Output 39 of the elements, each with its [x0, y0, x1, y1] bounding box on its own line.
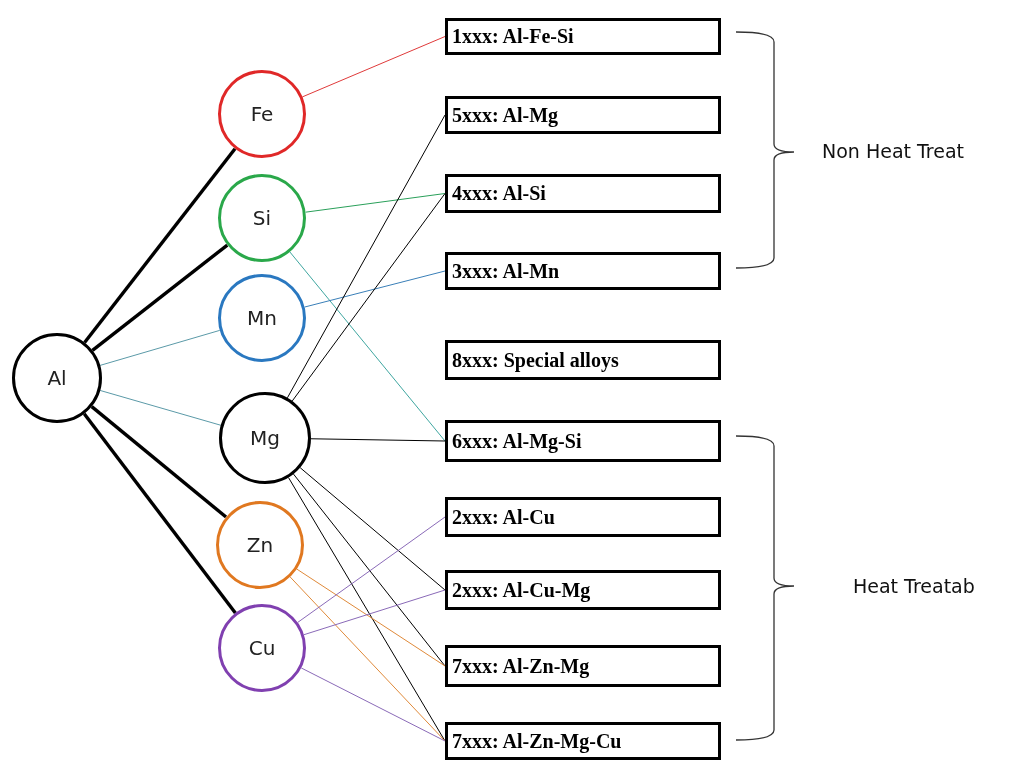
alloy-series-box: 7xxx: Al-Zn-Mg-Cu [445, 722, 721, 760]
alloy-series-box: 2xxx: Al-Cu-Mg [445, 570, 721, 610]
connector-line [286, 114, 446, 399]
element-circle: Mg [219, 392, 311, 484]
connector-line [303, 589, 446, 636]
connector-line [288, 477, 446, 742]
group-label: Non Heat Treat [822, 140, 965, 162]
connector-line [296, 568, 446, 667]
element-circle: Mn [218, 274, 306, 362]
connector-line [83, 147, 237, 344]
connector-line [302, 36, 446, 98]
alloy-series-box: 3xxx: Al-Mn [445, 252, 721, 290]
element-circle: Si [218, 174, 306, 262]
element-circle: Al [12, 333, 102, 423]
alloy-series-box: 6xxx: Al-Mg-Si [445, 420, 721, 462]
alloy-series-box: 8xxx: Special alloys [445, 340, 721, 380]
connector-line [300, 667, 446, 742]
connector-line [91, 243, 229, 352]
alloy-series-box: 1xxx: Al-Fe-Si [445, 18, 721, 55]
group-label: Heat Treatab [853, 575, 975, 597]
connector-line [90, 405, 228, 519]
connector-line [99, 329, 221, 366]
connector-line [305, 193, 446, 213]
element-circle: Fe [218, 70, 306, 158]
alloy-series-box: 5xxx: Al-Mg [445, 96, 721, 134]
element-circle: Zn [216, 501, 304, 589]
connector-line [289, 251, 446, 442]
connector-line [310, 438, 446, 442]
connector-line [304, 270, 446, 308]
alloy-series-box: 7xxx: Al-Zn-Mg [445, 645, 721, 687]
alloy-series-box: 2xxx: Al-Cu [445, 497, 721, 537]
connector-line [289, 576, 446, 742]
connector-line [99, 389, 222, 426]
element-circle: Cu [218, 604, 306, 692]
connector-line [299, 467, 446, 591]
connector-line [82, 412, 237, 614]
alloy-series-box: 4xxx: Al-Si [445, 174, 721, 213]
connector-line [297, 516, 446, 623]
connector-line [291, 193, 446, 402]
